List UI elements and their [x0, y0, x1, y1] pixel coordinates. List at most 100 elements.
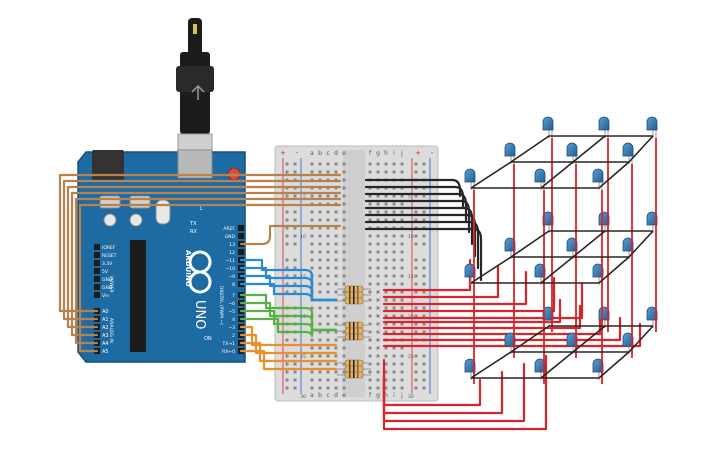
- breadboard-hole[interactable]: [318, 258, 322, 262]
- breadboard-hole[interactable]: [400, 298, 404, 302]
- rail-hole[interactable]: [285, 258, 289, 262]
- breadboard-hole[interactable]: [392, 242, 396, 246]
- breadboard-hole[interactable]: [384, 282, 388, 286]
- breadboard-hole[interactable]: [400, 346, 404, 350]
- breadboard-hole[interactable]: [342, 210, 346, 214]
- breadboard-hole[interactable]: [376, 258, 380, 262]
- breadboard-hole[interactable]: [342, 290, 346, 294]
- breadboard-hole[interactable]: [318, 378, 322, 382]
- breadboard-hole[interactable]: [384, 242, 388, 246]
- breadboard-hole[interactable]: [334, 282, 338, 286]
- rail-hole[interactable]: [285, 354, 289, 358]
- rail-hole[interactable]: [285, 282, 289, 286]
- breadboard-hole[interactable]: [384, 162, 388, 166]
- rail-hole[interactable]: [293, 290, 297, 294]
- breadboard-hole[interactable]: [376, 370, 380, 374]
- breadboard-hole[interactable]: [368, 234, 372, 238]
- power-pin[interactable]: [94, 260, 100, 266]
- breadboard-hole[interactable]: [368, 338, 372, 342]
- rail-hole[interactable]: [414, 282, 418, 286]
- breadboard-hole[interactable]: [400, 386, 404, 390]
- rail-hole[interactable]: [293, 210, 297, 214]
- breadboard-hole[interactable]: [376, 194, 380, 198]
- breadboard-hole[interactable]: [392, 266, 396, 270]
- breadboard-hole[interactable]: [318, 250, 322, 254]
- rail-hole[interactable]: [422, 362, 426, 366]
- rail-hole[interactable]: [422, 314, 426, 318]
- breadboard-hole[interactable]: [368, 290, 372, 294]
- breadboard-hole[interactable]: [342, 314, 346, 318]
- breadboard-hole[interactable]: [376, 314, 380, 318]
- breadboard-hole[interactable]: [326, 322, 330, 326]
- breadboard-hole[interactable]: [392, 170, 396, 174]
- breadboard-hole[interactable]: [400, 354, 404, 358]
- breadboard-hole[interactable]: [384, 298, 388, 302]
- breadboard-hole[interactable]: [318, 338, 322, 342]
- breadboard-hole[interactable]: [318, 162, 322, 166]
- rail-hole[interactable]: [422, 210, 426, 214]
- rail-hole[interactable]: [293, 362, 297, 366]
- breadboard-hole[interactable]: [318, 218, 322, 222]
- rail-hole[interactable]: [293, 242, 297, 246]
- breadboard-hole[interactable]: [400, 330, 404, 334]
- rail-hole[interactable]: [414, 162, 418, 166]
- rail-hole[interactable]: [285, 266, 289, 270]
- rail-hole[interactable]: [414, 170, 418, 174]
- breadboard-hole[interactable]: [310, 242, 314, 246]
- breadboard-hole[interactable]: [342, 226, 346, 230]
- breadboard-hole[interactable]: [376, 330, 380, 334]
- rail-hole[interactable]: [293, 234, 297, 238]
- breadboard-hole[interactable]: [368, 330, 372, 334]
- breadboard-hole[interactable]: [376, 378, 380, 382]
- breadboard-hole[interactable]: [310, 378, 314, 382]
- breadboard-hole[interactable]: [310, 170, 314, 174]
- breadboard-hole[interactable]: [376, 210, 380, 214]
- breadboard-hole[interactable]: [384, 314, 388, 318]
- breadboard-hole[interactable]: [334, 258, 338, 262]
- breadboard-hole[interactable]: [342, 306, 346, 310]
- breadboard-hole[interactable]: [318, 290, 322, 294]
- power-pin[interactable]: [94, 268, 100, 274]
- rail-hole[interactable]: [414, 234, 418, 238]
- breadboard-hole[interactable]: [384, 386, 388, 390]
- rail-hole[interactable]: [422, 322, 426, 326]
- breadboard-hole[interactable]: [310, 306, 314, 310]
- breadboard-hole[interactable]: [342, 218, 346, 222]
- breadboard-hole[interactable]: [310, 354, 314, 358]
- breadboard-hole[interactable]: [334, 370, 338, 374]
- breadboard-hole[interactable]: [326, 346, 330, 350]
- breadboard-hole[interactable]: [392, 194, 396, 198]
- rail-hole[interactable]: [414, 266, 418, 270]
- breadboard-hole[interactable]: [334, 226, 338, 230]
- breadboard-hole[interactable]: [376, 274, 380, 278]
- breadboard-hole[interactable]: [400, 274, 404, 278]
- rail-hole[interactable]: [414, 242, 418, 246]
- rail-hole[interactable]: [285, 234, 289, 238]
- rail-hole[interactable]: [414, 194, 418, 198]
- breadboard-hole[interactable]: [334, 290, 338, 294]
- digital-pin[interactable]: [238, 233, 244, 239]
- breadboard-hole[interactable]: [400, 258, 404, 262]
- rail-hole[interactable]: [285, 378, 289, 382]
- breadboard-hole[interactable]: [318, 274, 322, 278]
- breadboard-hole[interactable]: [310, 266, 314, 270]
- breadboard-hole[interactable]: [342, 338, 346, 342]
- breadboard-hole[interactable]: [334, 386, 338, 390]
- breadboard-hole[interactable]: [384, 378, 388, 382]
- rail-hole[interactable]: [414, 354, 418, 358]
- breadboard-hole[interactable]: [326, 362, 330, 366]
- breadboard-hole[interactable]: [384, 194, 388, 198]
- breadboard-hole[interactable]: [310, 346, 314, 350]
- breadboard-hole[interactable]: [376, 338, 380, 342]
- breadboard-hole[interactable]: [326, 378, 330, 382]
- breadboard-hole[interactable]: [392, 306, 396, 310]
- breadboard-hole[interactable]: [342, 354, 346, 358]
- rail-hole[interactable]: [285, 370, 289, 374]
- breadboard-hole[interactable]: [318, 306, 322, 310]
- rail-hole[interactable]: [293, 386, 297, 390]
- breadboard-hole[interactable]: [318, 194, 322, 198]
- rail-hole[interactable]: [285, 226, 289, 230]
- breadboard-hole[interactable]: [384, 218, 388, 222]
- breadboard-hole[interactable]: [384, 330, 388, 334]
- breadboard-hole[interactable]: [376, 266, 380, 270]
